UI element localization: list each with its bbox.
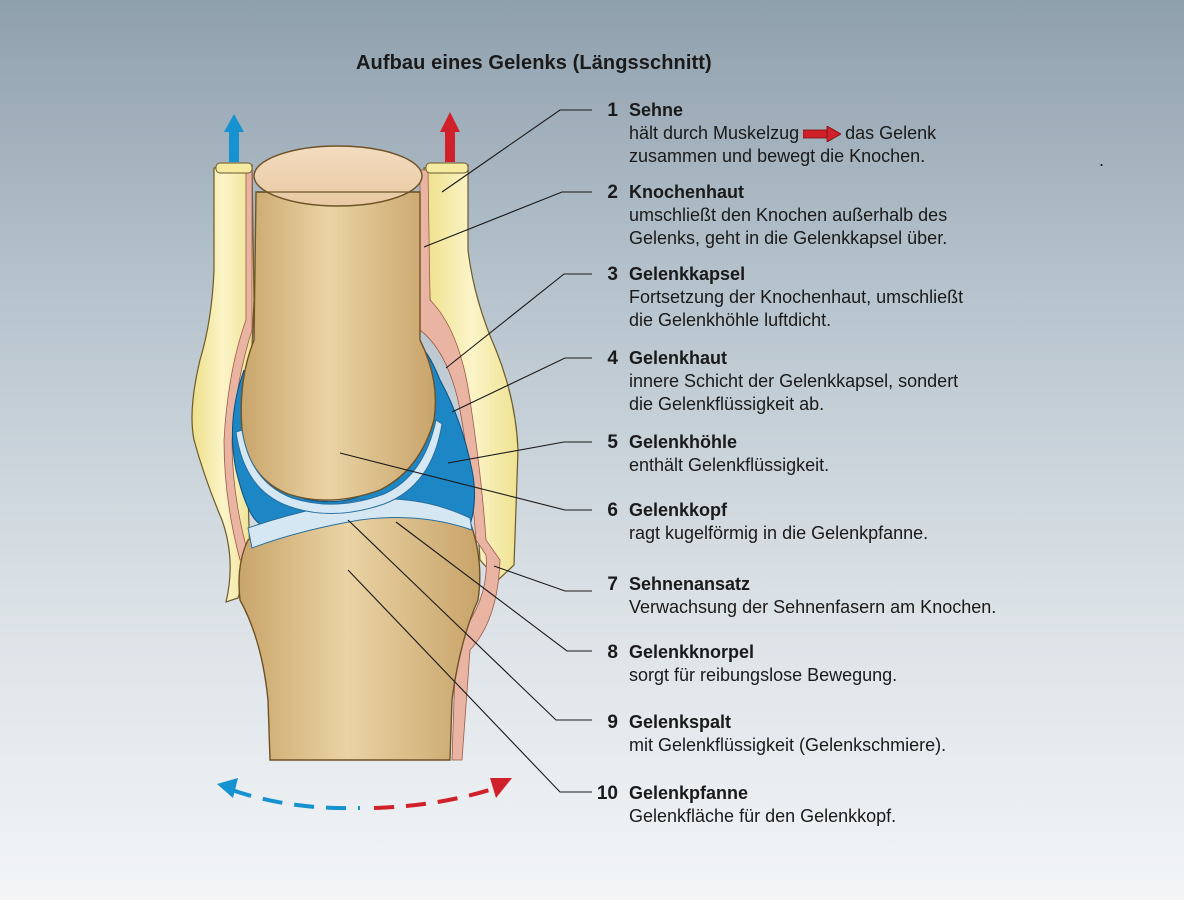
- label-number: 4: [607, 348, 618, 369]
- desc-line: innere Schicht der Gelenkkapsel, sondert: [629, 371, 959, 391]
- label-description: enthält Gelenkflüssigkeit.: [629, 455, 830, 475]
- label-name: Sehne: [629, 100, 684, 120]
- lower-bone: [238, 509, 481, 761]
- label-number: 2: [607, 182, 618, 203]
- label-number: 10: [596, 783, 618, 804]
- upper-bone: [240, 191, 437, 501]
- label-description: innere Schicht der Gelenkkapsel, sondert…: [629, 370, 958, 416]
- right-arrow-red-icon: [803, 126, 842, 142]
- desc-line: die Gelenkflüssigkeit ab.: [629, 394, 825, 414]
- label-description: sorgt für reibungslose Bewegung.: [629, 665, 898, 685]
- label-number: 7: [607, 574, 618, 595]
- movement-arrow-red: [373, 786, 497, 810]
- label-number: 1: [607, 100, 618, 121]
- label-description: ragt kugelförmig in die Gelenkpfanne.: [629, 523, 929, 543]
- up-arrow-blue-icon: [224, 114, 244, 162]
- label-name: Gelenkpfanne: [629, 783, 749, 803]
- movement-arrow-blue: [231, 788, 361, 811]
- label-description: Fortsetzung der Knochenhaut, umschließt …: [629, 286, 963, 332]
- label-description: Gelenkfläche für den Gelenkkopf.: [629, 806, 897, 826]
- label-number: 3: [607, 264, 618, 285]
- desc-line: die Gelenkhöhle luftdicht.: [629, 310, 832, 330]
- periosteum-right: [419, 169, 501, 761]
- bone-cut-surface: [253, 145, 423, 207]
- label-name: Knochenhaut: [629, 182, 744, 202]
- up-arrow-red-icon: [440, 112, 460, 162]
- desc-line-part: hält durch Muskelzug: [629, 123, 800, 143]
- label-description: umschließt den Knochen außerhalb des Gel…: [629, 204, 947, 250]
- label-number: 6: [607, 500, 618, 521]
- label-number: 8: [607, 642, 618, 663]
- label-name: Gelenkknorpel: [629, 642, 755, 662]
- tendon-top-left: [215, 162, 253, 174]
- movement-arrowhead-left-icon: [217, 778, 238, 798]
- upper-cartilage: [235, 419, 443, 514]
- desc-line-part: das Gelenk: [845, 123, 937, 143]
- tendon-top-right: [425, 162, 469, 174]
- label-name: Gelenkspalt: [629, 712, 732, 732]
- label-name: Sehnenansatz: [629, 574, 751, 594]
- label-name: Gelenkhaut: [629, 348, 728, 368]
- label-description: Verwachsung der Sehnenfasern am Knochen.: [629, 597, 997, 617]
- label-number: 5: [607, 432, 618, 453]
- desc-line: umschließt den Knochen außerhalb des: [629, 205, 948, 225]
- label-name: Gelenkkopf: [629, 500, 728, 520]
- desc-line: Fortsetzung der Knochenhaut, umschließt: [629, 287, 964, 307]
- label-name: Gelenkhöhle: [629, 432, 738, 452]
- desc-line: zusammen und bewegt die Knochen.: [629, 146, 926, 166]
- label-name: Gelenkkapsel: [629, 264, 746, 284]
- leader-lines: [339, 109, 592, 793]
- desc-line: Gelenks, geht in die Gelenkkapsel über.: [629, 228, 948, 248]
- stray-dot: .: [1099, 150, 1105, 170]
- tendon-sheath: [191, 164, 255, 603]
- diagram-title: Aufbau eines Gelenks (Längsschnitt): [356, 52, 712, 74]
- label-number: 9: [607, 712, 618, 733]
- movement-arrowhead-right-icon: [490, 778, 512, 798]
- label-description: mit Gelenkflüssigkeit (Gelenkschmiere).: [629, 735, 947, 755]
- label-description: hält durch Muskelzug das Gelenk zusammen …: [629, 122, 936, 168]
